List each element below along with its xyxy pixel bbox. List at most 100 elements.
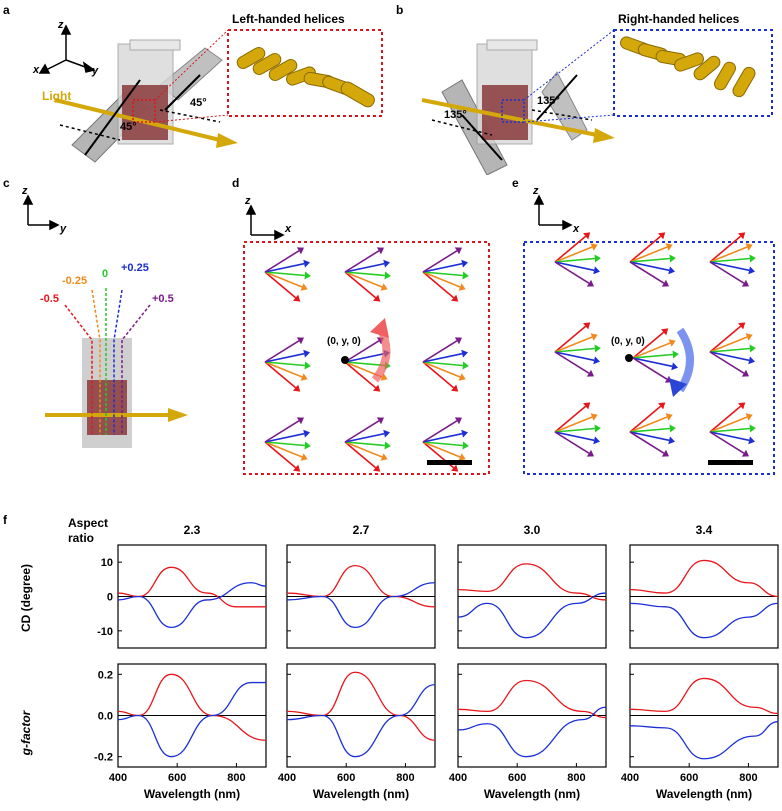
light-beam bbox=[54, 98, 221, 142]
field-arrow bbox=[554, 261, 590, 284]
field-arrowhead bbox=[741, 369, 750, 377]
field-arrowhead bbox=[461, 259, 468, 268]
field-arrowhead bbox=[458, 373, 466, 381]
offset-label: +0.25 bbox=[121, 262, 149, 274]
panel-e-illustration: z x (0, y, 0) bbox=[523, 185, 775, 475]
field-arrow bbox=[422, 361, 455, 389]
field-arrowhead bbox=[665, 413, 673, 421]
field-arrowhead bbox=[669, 254, 676, 263]
x-tick-label: 800 bbox=[567, 772, 585, 784]
field-arrow bbox=[422, 340, 458, 363]
field-arrowhead bbox=[668, 339, 676, 347]
field-arrow bbox=[264, 271, 297, 299]
series-line bbox=[117, 681, 266, 758]
frame bbox=[243, 241, 490, 475]
field-arrowhead bbox=[461, 349, 468, 358]
x-tick-label: 800 bbox=[227, 772, 245, 784]
chart-panel bbox=[629, 544, 779, 649]
field-arrowhead bbox=[745, 413, 753, 421]
field-arrow bbox=[629, 235, 662, 263]
field-arrowhead bbox=[748, 266, 755, 275]
field-arrow bbox=[264, 271, 305, 277]
x-tick-label: 800 bbox=[396, 772, 414, 784]
field-arrow bbox=[422, 271, 461, 288]
field-arrowhead bbox=[451, 384, 459, 392]
field-arrow bbox=[709, 416, 748, 433]
field-arrowhead bbox=[373, 294, 381, 302]
xlabel: Wavelength (nm) bbox=[144, 787, 240, 801]
field-arrowhead bbox=[661, 279, 670, 287]
aspect-ratio-value: 3.4 bbox=[696, 523, 713, 537]
field-arrowhead bbox=[461, 429, 468, 438]
offset-label: 0 bbox=[102, 268, 108, 280]
field-arrow bbox=[264, 432, 305, 443]
series-line bbox=[629, 602, 779, 639]
x-tick-label: 400 bbox=[449, 772, 467, 784]
field-arrow bbox=[344, 441, 383, 458]
arrow-clusters bbox=[264, 247, 469, 472]
aspect-ratio-value: 3.0 bbox=[524, 523, 541, 537]
field-arrow bbox=[709, 405, 742, 433]
rotation-arrowhead bbox=[370, 318, 389, 338]
field-arrowhead bbox=[373, 384, 381, 392]
field-arrow bbox=[554, 351, 590, 374]
series-line bbox=[286, 564, 436, 608]
field-arrowhead bbox=[741, 449, 750, 457]
field-arrow bbox=[709, 261, 750, 272]
field-arrow bbox=[632, 331, 665, 359]
field-arrowhead bbox=[296, 417, 305, 425]
field-arrowhead bbox=[658, 232, 666, 240]
field-arrowhead bbox=[583, 402, 591, 410]
field-arrowhead bbox=[749, 424, 756, 433]
field-arrow bbox=[554, 405, 587, 433]
field-arrowhead bbox=[462, 271, 469, 280]
field-arrow bbox=[629, 416, 668, 433]
panel-letter-a: a bbox=[3, 3, 10, 17]
y-tick-label: 0.2 bbox=[98, 669, 113, 681]
field-arrowhead bbox=[376, 247, 385, 255]
x-tick-label: 600 bbox=[680, 772, 698, 784]
axes-icon bbox=[22, 194, 60, 231]
field-arrow bbox=[632, 357, 668, 380]
field-arrow bbox=[344, 361, 385, 367]
field-arrowhead bbox=[658, 402, 666, 410]
field-arrow bbox=[422, 271, 455, 299]
series-line bbox=[117, 566, 266, 608]
field-arrowhead bbox=[590, 243, 598, 251]
chart-panel: 100-10 bbox=[97, 544, 267, 649]
field-arrow bbox=[709, 431, 745, 454]
field-arrow bbox=[709, 246, 748, 263]
angle-label-1: 45° bbox=[190, 97, 207, 109]
field-arrowhead bbox=[586, 279, 595, 287]
panel-letter-d: d bbox=[232, 176, 240, 190]
ylabel-top: CD (degree) bbox=[19, 564, 33, 632]
field-arrow bbox=[709, 431, 750, 442]
field-arrowhead bbox=[668, 266, 675, 275]
field-arrow bbox=[344, 250, 380, 273]
arrow-clusters bbox=[554, 232, 756, 457]
chart-panel bbox=[286, 544, 436, 649]
field-arrowhead bbox=[738, 322, 746, 330]
field-arrowhead bbox=[583, 232, 591, 240]
panel-letter-c: c bbox=[3, 176, 10, 190]
field-arrow bbox=[344, 441, 385, 447]
field-arrowhead bbox=[454, 417, 463, 425]
light-arrow bbox=[593, 128, 615, 143]
light-label: Light bbox=[42, 89, 71, 103]
field-arrowhead bbox=[380, 373, 388, 381]
field-arrow bbox=[554, 257, 595, 263]
field-arrow bbox=[264, 340, 300, 363]
field-arrow bbox=[344, 420, 380, 443]
field-arrow bbox=[554, 246, 593, 263]
center-label: (0, y, 0) bbox=[611, 336, 645, 347]
field-arrow bbox=[629, 261, 670, 272]
field-arrow bbox=[422, 441, 461, 458]
y-tick-label: 0 bbox=[107, 592, 113, 604]
field-arrowhead bbox=[384, 271, 391, 280]
zoom-box-small bbox=[132, 99, 156, 123]
field-arrow bbox=[264, 262, 305, 273]
field-arrow bbox=[344, 271, 385, 277]
series-line bbox=[629, 677, 779, 715]
